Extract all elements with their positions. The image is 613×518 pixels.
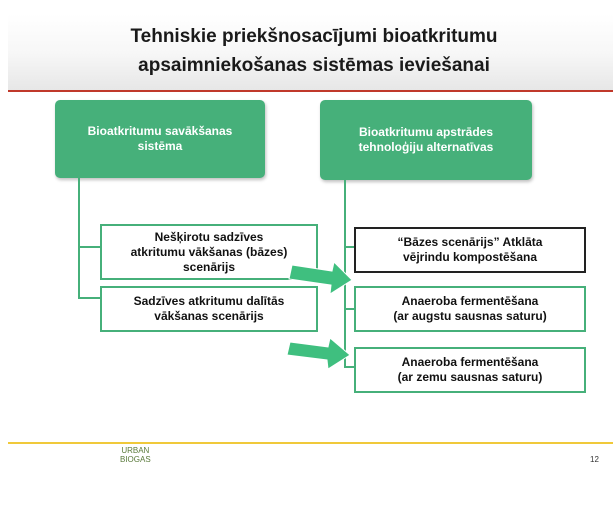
high-dm-line-2: (ar augstu sausnas saturu) xyxy=(393,309,547,323)
low-dm-line-2: (ar zemu sausnas saturu) xyxy=(397,370,543,384)
title-band xyxy=(8,14,613,92)
right-connector-3 xyxy=(344,366,354,368)
composting-line-2: vējrindu kompostēšana xyxy=(402,250,538,264)
right-connector-1 xyxy=(344,246,354,248)
treatment-header-line-1: Bioatkritumu apstrādes xyxy=(358,125,494,139)
logo-line-2: BIOGAS xyxy=(120,455,151,464)
unsorted-line-1: Nešķirotu sadzīves xyxy=(154,229,264,244)
composting-line-1: “Bāzes scenārijs” Atklāta xyxy=(397,235,543,249)
title-line-1: Tehniskie priekšnosacījumi bioatkritumu xyxy=(130,26,498,47)
unsorted-line-2: atkritumu vākšanas (bāzes) xyxy=(130,244,288,259)
footer-divider xyxy=(8,442,613,444)
collection-header-line-2: sistēma xyxy=(137,139,183,153)
low-dry-matter-fermentation-box: Anaeroba fermentēšana (ar zemu sausnas s… xyxy=(354,347,586,393)
arrow-icon xyxy=(288,261,353,295)
left-connector-2 xyxy=(78,297,100,299)
separate-line-1: Sadzīves atkritumu dalītās xyxy=(133,294,285,308)
base-scenario-composting-box: “Bāzes scenārijs” Atklāta vējrindu kompo… xyxy=(354,227,586,273)
high-dry-matter-fermentation-box: Anaeroba fermentēšana (ar augstu sausnas… xyxy=(354,286,586,332)
collection-header-line-1: Bioatkritumu savākšanas xyxy=(87,124,233,138)
treatment-header-line-2: tehnoloģiju alternatīvas xyxy=(358,140,494,154)
left-connector-vertical xyxy=(78,178,80,298)
arrow-icon xyxy=(286,337,351,370)
treatment-alternatives-header: Bioatkritumu apstrādes tehnoloģiju alter… xyxy=(320,100,532,180)
title-line-2: apsaimniekošanas sistēmas ieviešanai xyxy=(138,55,490,76)
slide-title: Tehniskie priekšnosacījumi bioatkritumu … xyxy=(24,22,604,80)
page-number: 12 xyxy=(590,455,599,464)
logo-line-1: URBAN xyxy=(121,446,150,455)
left-connector-1 xyxy=(78,246,100,248)
title-divider xyxy=(8,90,613,92)
low-dm-line-1: Anaeroba fermentēšana xyxy=(401,355,539,369)
separate-collection-scenario-box: Sadzīves atkritumu dalītās vākšanas scen… xyxy=(100,286,318,332)
right-connector-2 xyxy=(344,308,354,310)
collection-system-header: Bioatkritumu savākšanas sistēma xyxy=(55,100,265,178)
separate-line-2: vākšanas scenārijs xyxy=(154,309,264,323)
high-dm-line-1: Anaeroba fermentēšana xyxy=(401,294,539,308)
unsorted-waste-scenario-box: Nešķirotu sadzīves atkritumu vākšanas (b… xyxy=(100,224,318,280)
unsorted-line-3: scenārijs xyxy=(182,259,236,274)
urban-biogas-logo: URBAN BIOGAS xyxy=(120,446,151,464)
